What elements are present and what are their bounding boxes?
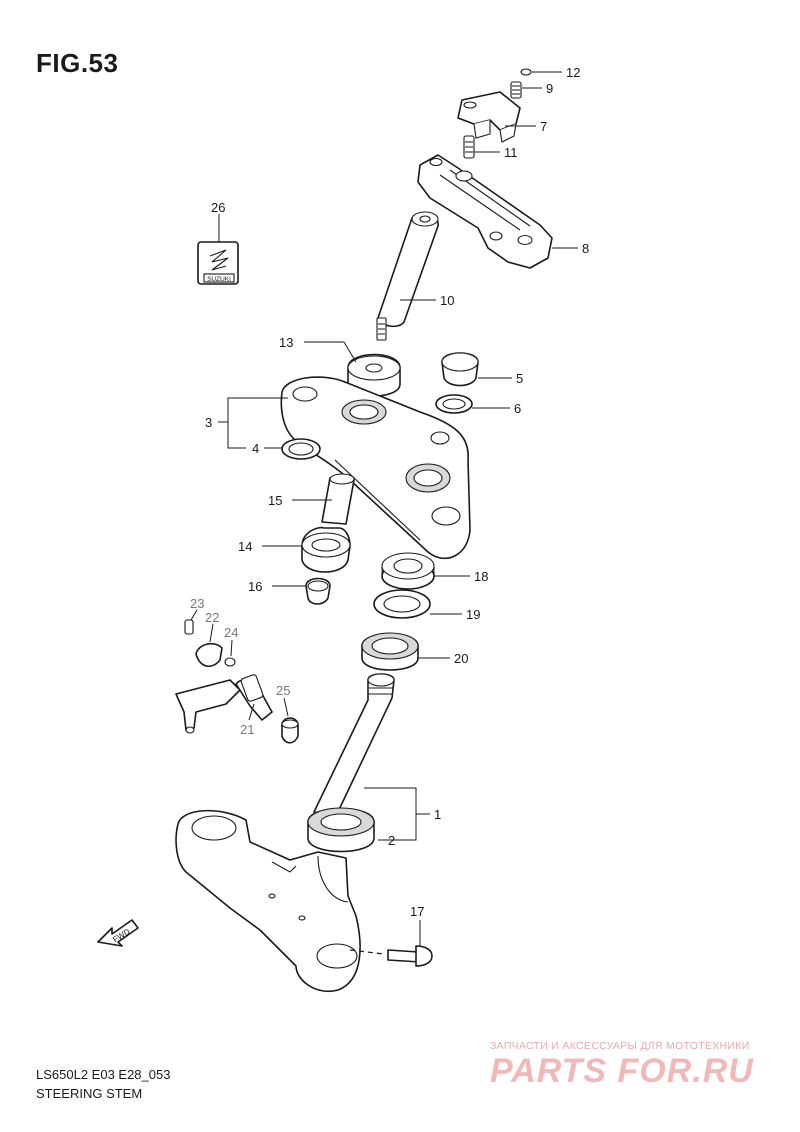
bearing-dust-seal: [373, 589, 431, 619]
callout-26: 26: [211, 200, 225, 215]
lower-bracket: [175, 809, 361, 993]
lock-cover: [195, 642, 223, 667]
lock-plug: [281, 717, 299, 744]
callout-15: 15: [268, 493, 282, 508]
callout-5: 5: [516, 371, 523, 386]
bracket-o-ring: [281, 438, 321, 460]
watermark-logo: PARTS FOR.RU: [490, 1052, 754, 1090]
lock-screw: [184, 619, 194, 635]
upper-steering-bearing: [361, 632, 419, 671]
handlebar-holder: [417, 154, 553, 269]
callout-3: 3: [205, 415, 212, 430]
callout-6: 6: [514, 401, 521, 416]
callout-17: 17: [410, 904, 424, 919]
damper-sleeve: [321, 473, 355, 525]
callout-1: 1: [434, 807, 441, 822]
callout-11: 11: [504, 145, 518, 160]
callout-14: 14: [238, 539, 252, 554]
rubber-cushion: [305, 577, 331, 605]
callout-25: 25: [276, 683, 290, 698]
callout-19: 19: [466, 607, 480, 622]
callout-12: 12: [566, 65, 580, 80]
steering-stem-nut: [381, 552, 435, 590]
callout-2: 2: [388, 833, 395, 848]
callout-22: 22: [205, 610, 219, 625]
suzuki-emblem: SUZUKI: [197, 241, 239, 285]
clamp-bolt: [510, 81, 522, 99]
callout-8: 8: [582, 241, 589, 256]
forward-direction-arrow: FWD: [97, 919, 139, 947]
model-code: LS650L2 E03 E28_053: [36, 1067, 171, 1082]
callout-18: 18: [474, 569, 488, 584]
bolt-cap: [520, 68, 532, 76]
steering-stem: [313, 673, 395, 817]
emblem-label: SUZUKI: [207, 276, 231, 283]
callout-10: 10: [440, 293, 454, 308]
damper-grommet: [301, 526, 351, 573]
bracket-washer: [435, 394, 473, 414]
callout-labels: 1 2 3 4 5 6 7 8 9 10 11 12 13 14 15 16 1…: [190, 65, 589, 919]
steering-damper-rod: [376, 211, 439, 341]
section-title: STEERING STEM: [36, 1086, 143, 1101]
stem-nut-cap: [347, 353, 401, 397]
leader-lines: [190, 71, 578, 946]
callout-4: 4: [252, 441, 259, 456]
callout-23: 23: [190, 596, 204, 611]
lock-washer: [224, 657, 236, 667]
callout-13: 13: [279, 335, 293, 350]
handlebar-clamp-upper: [457, 91, 521, 143]
steering-upper-bracket: [280, 376, 471, 560]
callout-24: 24: [224, 625, 238, 640]
clamp-lower-bolt: [463, 135, 475, 159]
upper-bracket-nut: [441, 352, 479, 387]
callout-20: 20: [454, 651, 468, 666]
lower-bracket-pinch-bolt: [349, 945, 433, 967]
figure-title: FIG.53: [36, 48, 119, 78]
lower-steering-bearing: [307, 807, 375, 853]
callout-9: 9: [546, 81, 553, 96]
callout-21: 21: [240, 722, 254, 737]
watermark-subtitle: ЗАПЧАСТИ И АКСЕССУАРЫ ДЛЯ МОТОТЕХНИКИ: [490, 1040, 750, 1052]
steering-lock-assembly: [175, 674, 273, 734]
callout-16: 16: [248, 579, 262, 594]
callout-7: 7: [540, 119, 547, 134]
